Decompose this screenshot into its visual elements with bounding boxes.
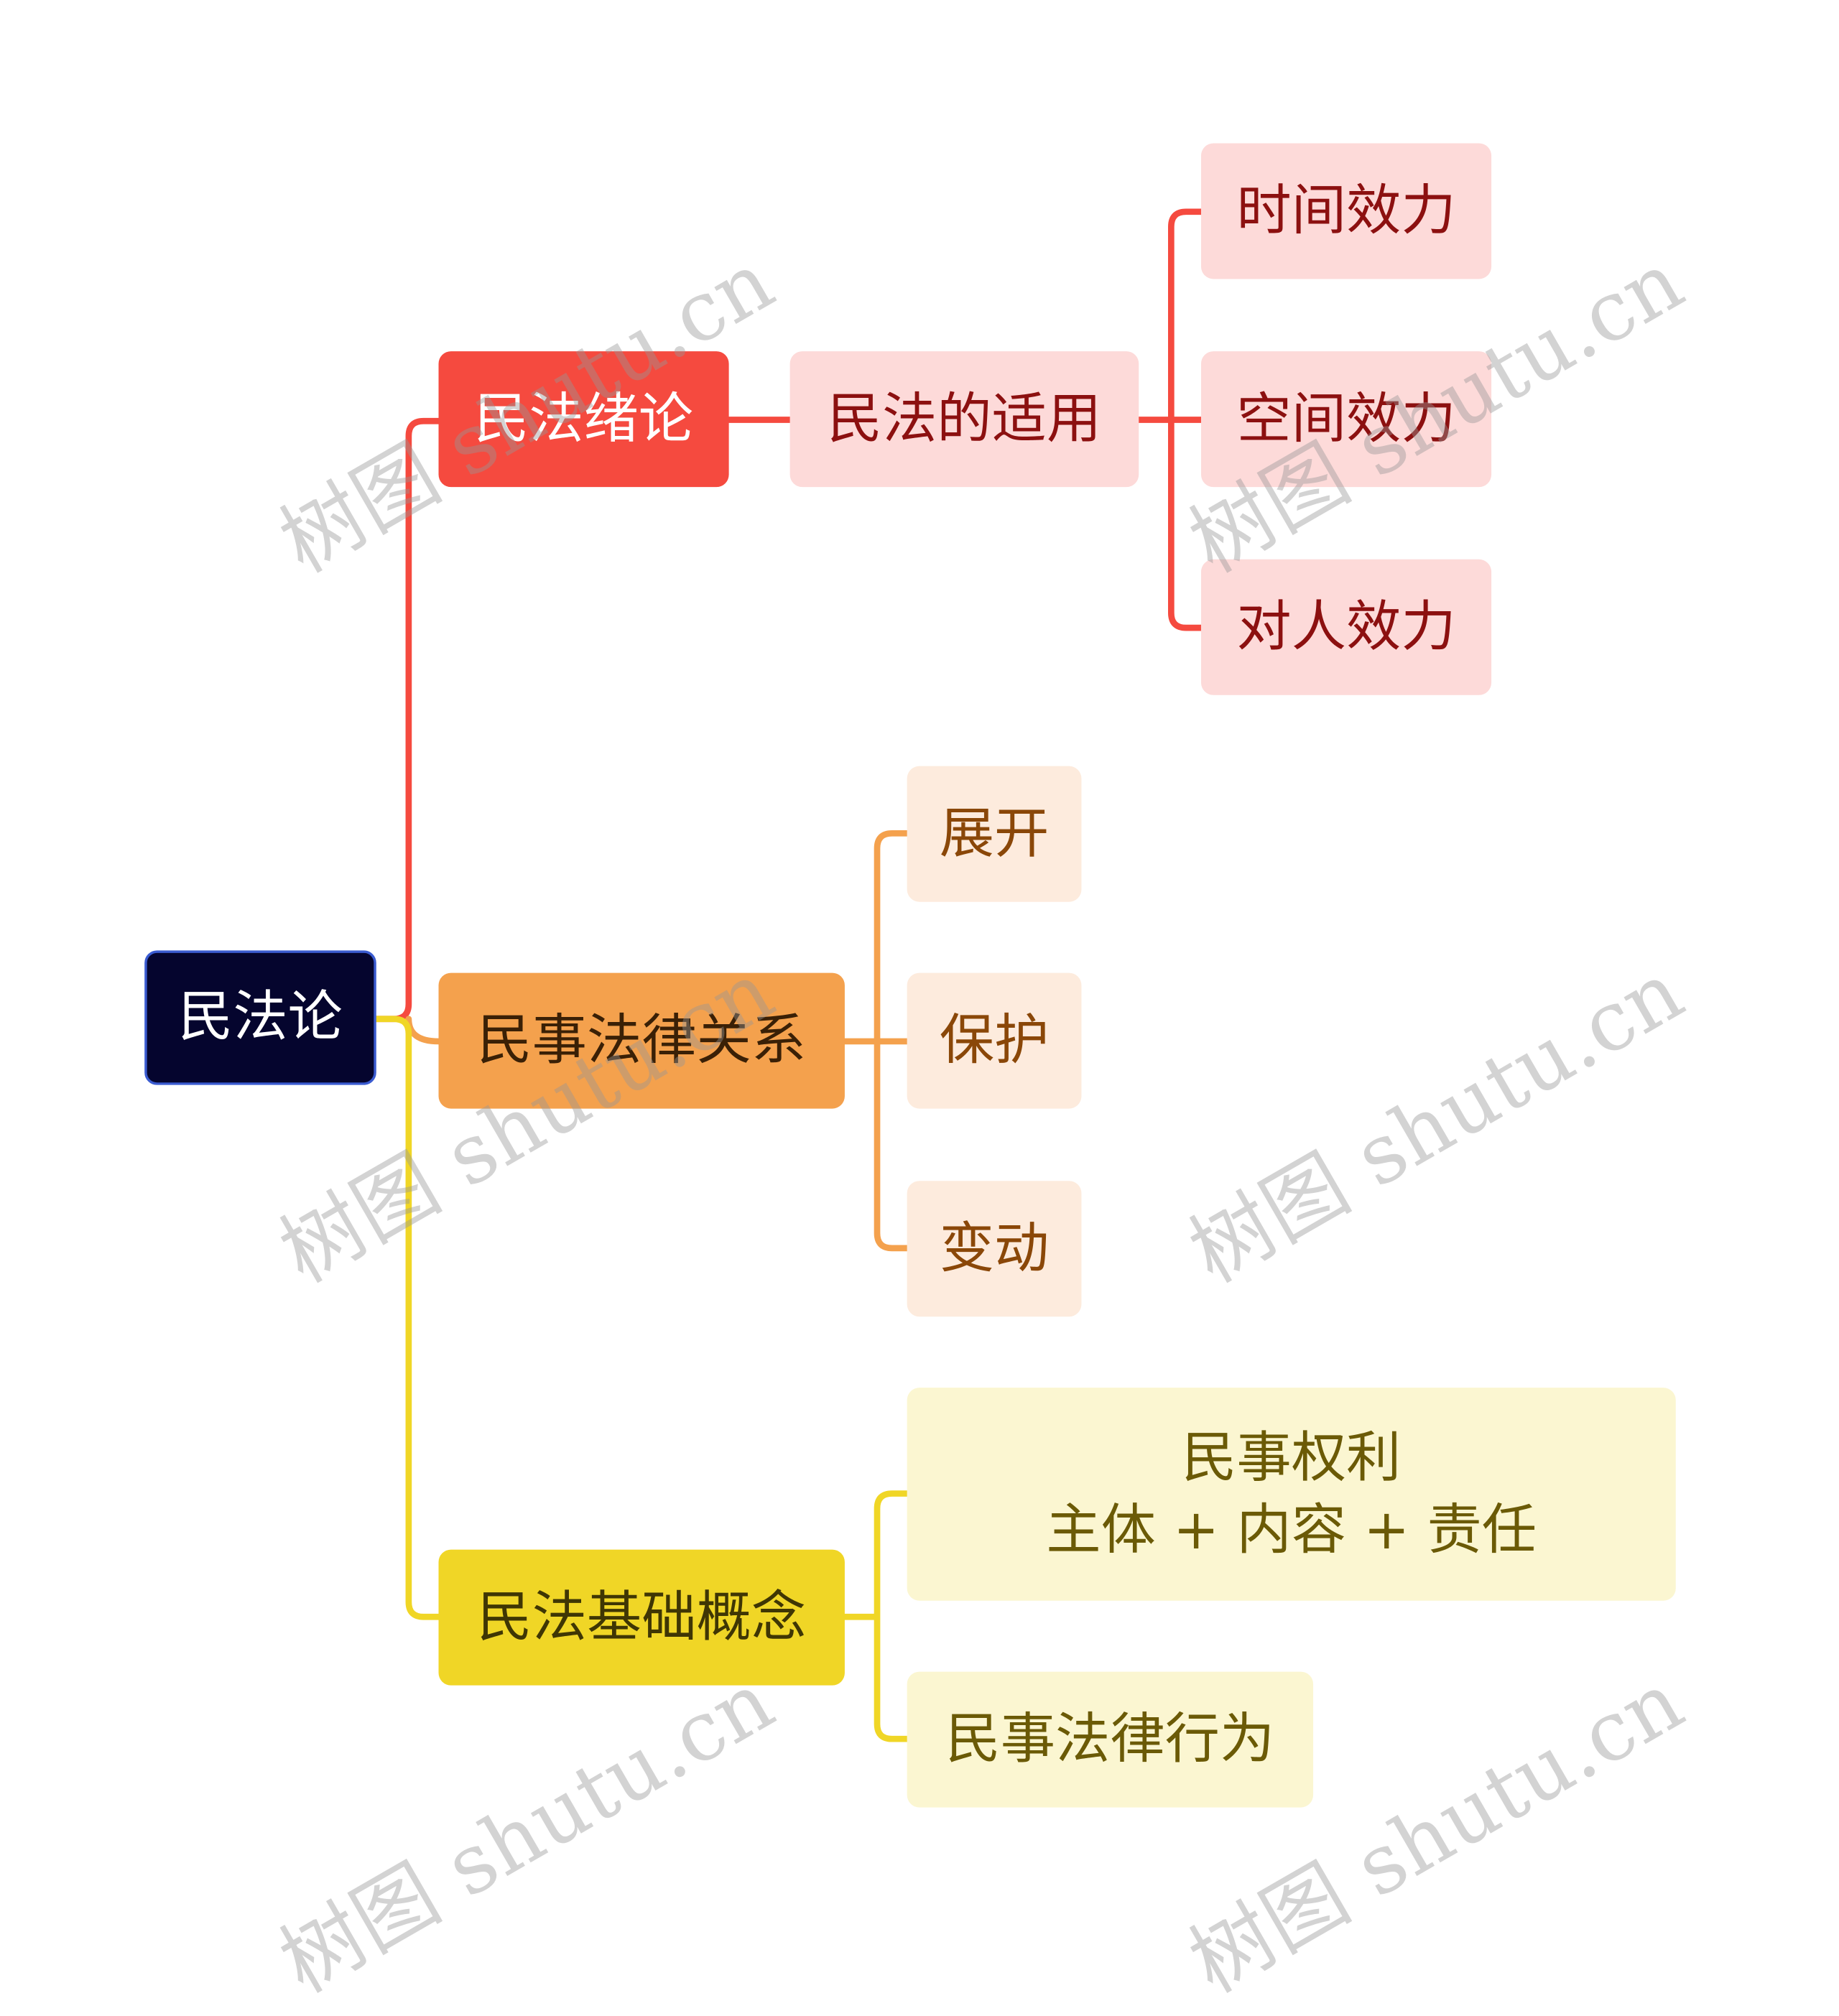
node-personal-effect[interactable]: 对人效力 (1200, 559, 1492, 695)
node-temporal-effect[interactable]: 时间效力 (1200, 143, 1492, 279)
node-label: 展开 (939, 802, 1050, 866)
branch-civil-legal-relations[interactable]: 民事法律关系 (438, 972, 845, 1109)
branch-label: 民法绪论 (473, 387, 694, 451)
branch-label: 民法基础概念 (477, 1585, 807, 1650)
branch-civil-law-intro[interactable]: 民法绪论 (438, 351, 729, 488)
node-label: 变动 (939, 1217, 1050, 1281)
link-branch2-children (841, 830, 910, 1252)
node-label: 空间效力 (1236, 387, 1456, 451)
node-application-of-civil-law[interactable]: 民法的适用 (789, 351, 1139, 488)
node-label-line1: 民事权利 (1182, 1426, 1402, 1490)
node-civil-rights[interactable]: 民事权利 主体 + 内容 + 责任 (907, 1388, 1676, 1601)
node-label: 民事法律行为 (945, 1707, 1275, 1772)
node-label: 对人效力 (1236, 595, 1456, 659)
link-root-branch1 (370, 417, 442, 1023)
link-child-time (1135, 208, 1205, 631)
node-label: 民法的适用 (827, 387, 1102, 451)
link-branch3-children (841, 1490, 910, 1742)
node-label: 时间效力 (1236, 179, 1456, 243)
node-protection[interactable]: 保护 (907, 972, 1082, 1109)
node-change[interactable]: 变动 (907, 1181, 1082, 1317)
root-label: 民法论 (178, 985, 343, 1050)
link-root-branch3 (370, 1016, 442, 1620)
node-spatial-effect[interactable]: 空间效力 (1200, 351, 1492, 488)
root-node[interactable]: 民法论 (144, 950, 376, 1085)
node-expand[interactable]: 展开 (907, 766, 1082, 902)
node-label: 保护 (939, 1008, 1050, 1073)
node-civil-juristic-act[interactable]: 民事法律行为 (907, 1671, 1314, 1808)
connector-lines (370, 208, 1205, 1742)
branch-civil-law-basic-concepts[interactable]: 民法基础概念 (438, 1549, 845, 1686)
node-label-line2: 主体 + 内容 + 责任 (1046, 1497, 1537, 1562)
link-root-branch2 (405, 1016, 442, 1045)
branch-label: 民事法律关系 (477, 1008, 807, 1073)
mind-map-canvas: 民法论 民法绪论 民法的适用 时间效力 空间效力 对人效力 民事法律关系 展开 … (144, 143, 1698, 2011)
